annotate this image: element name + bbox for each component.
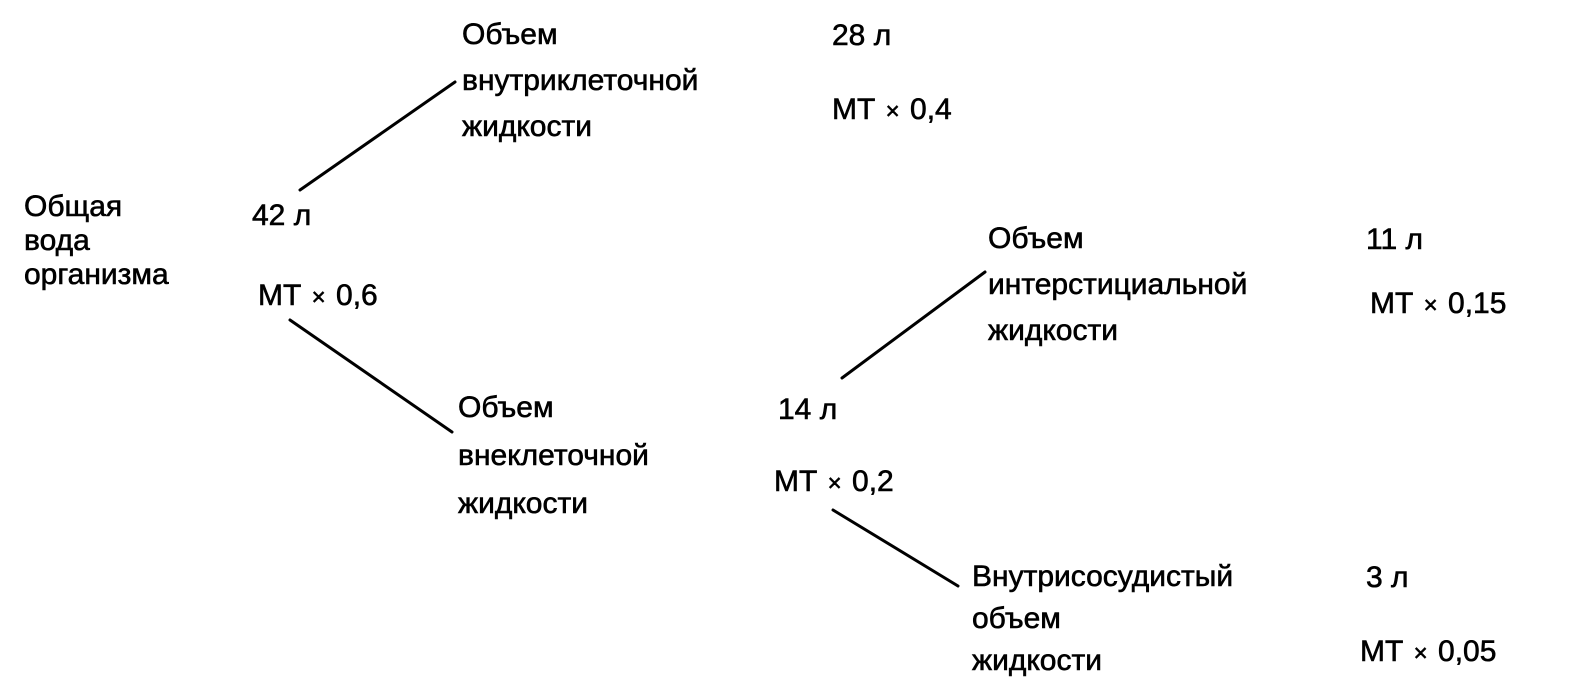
- multiply-sign: ×: [885, 98, 900, 126]
- total-water-name-line-1: Общая: [24, 190, 123, 224]
- total-water-name-line-3: организма: [24, 258, 169, 292]
- multiply-sign: ×: [311, 284, 326, 312]
- extracellular-name: Объем внеклеточной жидкости: [458, 384, 650, 528]
- intracellular-formula: МТ × 0,4: [832, 90, 952, 132]
- interstitial-formula: МТ × 0,15: [1370, 284, 1507, 326]
- formula-factor: 0,4: [910, 93, 952, 127]
- interstitial-volume: 11 л: [1366, 223, 1424, 257]
- interstitial-name-line-2: интерстициальной: [988, 268, 1248, 302]
- multiply-sign: ×: [1423, 292, 1438, 320]
- connector-total-to-intracellular: [298, 80, 457, 192]
- formula-base: МТ: [1360, 635, 1404, 669]
- total-water-name: Общая вода организма: [24, 190, 169, 292]
- total-water-name-line-2: вода: [24, 224, 90, 258]
- interstitial-name-line-1: Объем: [988, 222, 1084, 256]
- multiply-sign: ×: [1413, 640, 1428, 668]
- intracellular-name: Объем внутриклеточной жидкости: [462, 12, 699, 150]
- intravascular-formula: МТ × 0,05: [1360, 632, 1497, 674]
- extracellular-formula: МТ × 0,2: [774, 462, 894, 504]
- intracellular-name-line-1: Объем: [462, 18, 558, 52]
- formula-base: МТ: [832, 93, 876, 127]
- connector-extracellular-to-interstitial: [840, 270, 987, 380]
- extracellular-volume: 14 л: [778, 393, 838, 427]
- formula-factor: 0,05: [1438, 635, 1497, 669]
- connector-total-to-extracellular: [288, 318, 454, 434]
- formula-base: МТ: [774, 465, 818, 499]
- formula-base: МТ: [258, 279, 302, 313]
- intravascular-name-line-1: Внутрисосудистый: [972, 560, 1234, 594]
- interstitial-name-line-3: жидкости: [988, 314, 1119, 348]
- intravascular-name-line-3: жидкости: [972, 644, 1103, 678]
- formula-factor: 0,6: [336, 279, 378, 313]
- extracellular-name-line-2: внеклеточной: [458, 439, 650, 473]
- intracellular-volume: 28 л: [832, 19, 892, 53]
- interstitial-name: Объем интерстициальной жидкости: [988, 216, 1248, 354]
- multiply-sign: ×: [827, 470, 842, 498]
- intracellular-name-line-3: жидкости: [462, 110, 593, 144]
- extracellular-name-line-1: Объем: [458, 391, 554, 425]
- intravascular-name-line-2: объем: [972, 602, 1062, 636]
- total-water-volume: 42 л: [252, 199, 312, 233]
- intravascular-name: Внутрисосудистый объем жидкости: [972, 556, 1234, 682]
- extracellular-name-line-3: жидкости: [458, 487, 589, 521]
- formula-factor: 0,2: [852, 465, 894, 499]
- intravascular-volume: 3 л: [1366, 561, 1409, 595]
- formula-base: МТ: [1370, 287, 1414, 321]
- connector-extracellular-to-intravascular: [831, 508, 960, 588]
- intracellular-name-line-2: внутриклеточной: [462, 64, 699, 98]
- formula-factor: 0,15: [1448, 287, 1507, 321]
- total-water-formula: МТ × 0,6: [258, 276, 378, 318]
